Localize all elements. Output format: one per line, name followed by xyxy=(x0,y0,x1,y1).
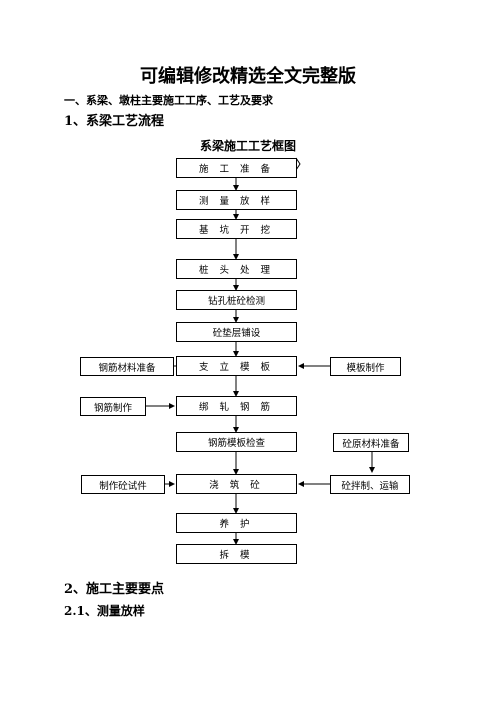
step-formwork-erection: 支 立 模 板 xyxy=(176,356,297,376)
side-concrete-test-specimen: 制作砼试件 xyxy=(81,475,165,494)
side-concrete-mixing-transport: 砼拌制、运输 xyxy=(330,475,410,494)
step-rebar-formwork-inspection: 钢筋模板检查 xyxy=(176,432,297,452)
side-rebar-fabrication: 钢筋制作 xyxy=(80,397,146,416)
side-concrete-raw-material-prep: 砼原材料准备 xyxy=(333,433,409,452)
step-curing: 养 护 xyxy=(176,513,297,533)
document-title: 可编辑修改精选全文完整版 xyxy=(140,66,356,87)
side-formwork-fabrication: 模板制作 xyxy=(330,357,401,376)
step-survey-layout: 测 量 放 样 xyxy=(176,190,297,210)
step-concrete-pouring: 浇 筑 砼 xyxy=(176,474,297,494)
step-rebar-binding: 绑 轧 钢 筋 xyxy=(176,396,297,416)
step-form-removal: 拆 模 xyxy=(176,544,297,564)
step-pile-concrete-testing: 钻孔桩砼检测 xyxy=(176,290,297,310)
heading-survey-layout: 2.1、测量放样 xyxy=(64,604,145,618)
heading-key-points: 2、施工主要要点 xyxy=(64,582,165,597)
side-rebar-material-prep: 钢筋材料准备 xyxy=(80,357,174,376)
flowchart-title: 系梁施工工艺框图 xyxy=(199,139,296,153)
step-foundation-excavation: 基 坑 开 挖 xyxy=(176,219,297,239)
step-pile-head-treatment: 桩 头 处 理 xyxy=(176,259,297,279)
heading-process-flow: 1、系梁工艺流程 xyxy=(64,114,165,129)
section-heading: 一、系梁、墩柱主要施工工序、工艺及要求 xyxy=(64,94,273,107)
step-concrete-cushion: 砼垫层铺设 xyxy=(176,322,297,342)
step-construction-prep: 施 工 准 备 xyxy=(176,158,297,178)
